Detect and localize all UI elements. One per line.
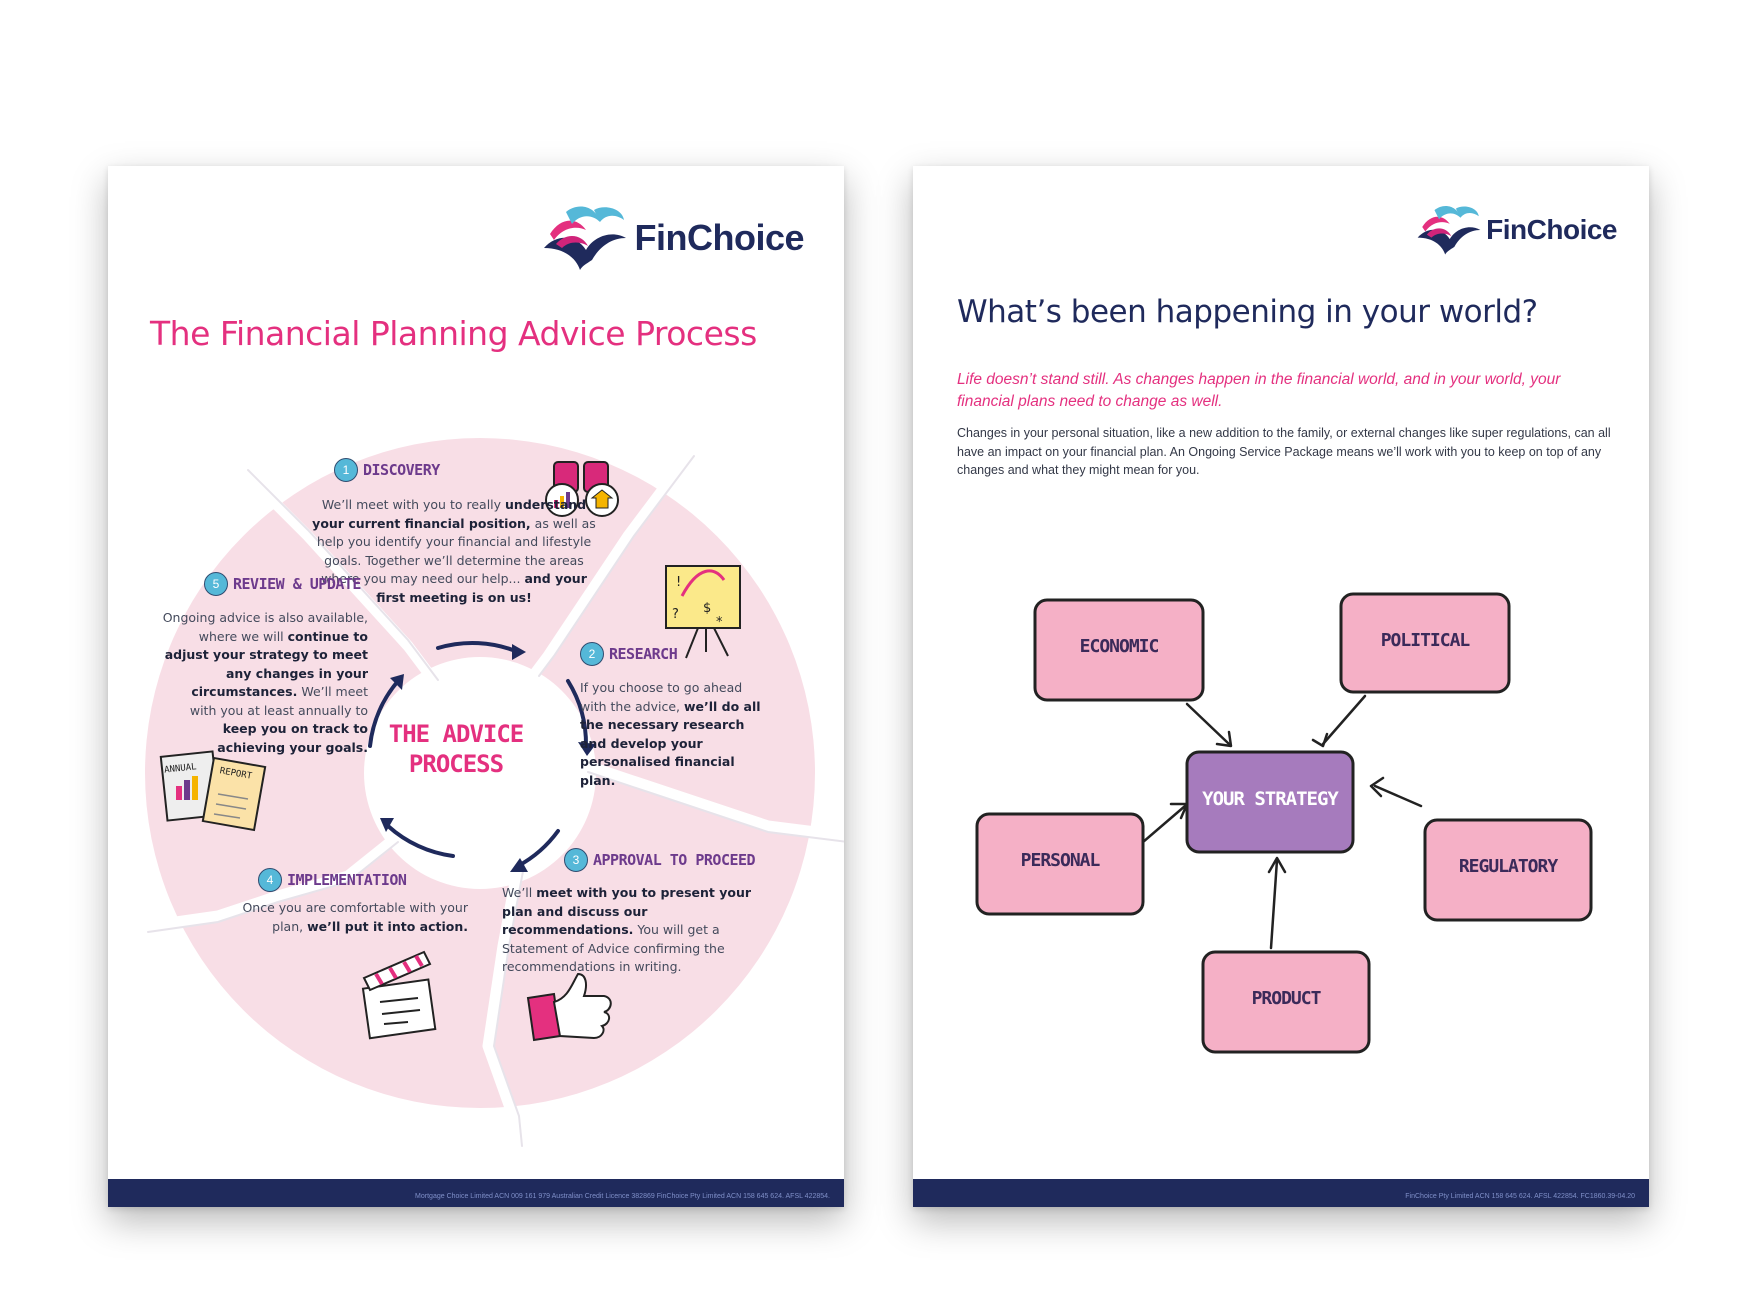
step-text-run: Ongoing advice is also available, where …	[162, 610, 368, 644]
step-discovery-heading: 1 DISCOVERY	[334, 458, 440, 482]
clapperboard-icon	[361, 950, 437, 1040]
step-text-run: We’ll meet with you at least annually to	[189, 684, 368, 718]
step-text-emphasis: keep you on track to achieving your goal…	[217, 721, 368, 755]
wheel-centre	[364, 657, 596, 889]
step-text-emphasis: we’ll do all the necessary research and …	[580, 698, 761, 788]
product-box	[1201, 950, 1371, 1054]
step-title: REVIEW & UPDATE	[233, 575, 361, 593]
page-title: What’s been happening in your world?	[957, 294, 1538, 330]
step-title: APPROVAL TO PROCEED	[593, 851, 756, 869]
regulatory-box	[1423, 818, 1593, 922]
diagram-node-economic: ECONOMIC	[1079, 636, 1160, 657]
step-text-emphasis: meet with you to present your plan and d…	[502, 885, 752, 937]
whats-happening-page: FinChoice What’s been happening in your …	[913, 166, 1649, 1207]
diagram-arrowheads	[1169, 730, 1385, 874]
step-text-emphasis: and your first meeting is on us!	[376, 571, 587, 605]
diagram-node-personal: PERSONAL	[1020, 850, 1101, 871]
finchoice-logo: FinChoice	[1416, 204, 1617, 256]
step-text-emphasis: we’ll put it into action.	[307, 918, 468, 934]
step-text-run: as well as help you identify your financ…	[316, 515, 596, 587]
svg-text:$: $	[703, 601, 711, 616]
binoculars-icon	[545, 461, 619, 517]
thumbs-up-icon	[526, 972, 612, 1042]
step-approval-text: We’ll meet with you to present your plan…	[502, 884, 772, 977]
footer-disclaimer: Mortgage Choice Limited ACN 009 161 979 …	[415, 1193, 830, 1200]
report-icon-annual: ANNUAL	[164, 762, 197, 775]
step-research-heading: 2 RESEARCH	[580, 642, 678, 666]
centre-label-line: PROCESS	[408, 750, 504, 778]
centre-label-line: THE ADVICE	[388, 720, 525, 748]
step-text-emphasis: continue to adjust your strategy to meet…	[164, 628, 368, 700]
logo-wordmark: FinChoice	[1486, 214, 1617, 245]
step-number-badge: 5	[204, 572, 228, 596]
step-number-badge: 1	[334, 458, 358, 482]
footer-band: Mortgage Choice Limited ACN 009 161 979 …	[108, 1179, 844, 1207]
step-text-run: We’ll	[502, 885, 537, 900]
svg-text:*: *	[716, 615, 723, 630]
step-research-text: If you choose to go ahead with the advic…	[580, 679, 770, 790]
step-number-badge: 4	[258, 868, 282, 892]
advice-process-wheel: ! ? $ * ANNUAL REPORT	[142, 438, 844, 1152]
annual-report-icon: ANNUAL REPORT	[159, 750, 267, 832]
svg-text:!: !	[676, 575, 681, 590]
step-implementation-heading: 4 IMPLEMENTATION	[258, 868, 407, 892]
wheel-dividers	[142, 450, 844, 1152]
page-title: The Financial Planning Advice Process	[150, 314, 757, 353]
step-text-emphasis: understand your current financial positi…	[312, 497, 587, 531]
whiteboard-icon: ! ? $ *	[665, 565, 741, 659]
finchoice-wave-icon	[544, 206, 627, 270]
step-approval-heading: 3 APPROVAL TO PROCEED	[564, 848, 756, 872]
strategy-box	[1185, 750, 1355, 854]
step-review-text: Ongoing advice is also available, where …	[162, 609, 368, 757]
step-text-run: Once you are comfortable with your plan,	[242, 900, 468, 934]
personal-box	[975, 812, 1145, 916]
political-box	[1339, 592, 1511, 694]
finchoice-logo: FinChoice	[542, 204, 804, 272]
diagram-node-political: POLITICAL	[1380, 630, 1471, 651]
page-body-text: Changes in your personal situation, like…	[957, 426, 1611, 477]
wheel-divider-edges	[147, 455, 844, 1147]
advice-process-page: FinChoice The Financial Planning Advice …	[108, 166, 844, 1207]
advice-process-centre-label: THE ADVICE PROCESS	[378, 719, 534, 779]
step-title: DISCOVERY	[363, 461, 440, 479]
diagram-node-product: PRODUCT	[1251, 988, 1322, 1009]
diagram-arrows	[1141, 694, 1423, 950]
finchoice-wave-icon	[1417, 205, 1481, 255]
economic-box	[1033, 598, 1205, 702]
step-text-run: If you choose to go ahead with the advic…	[580, 680, 743, 714]
cycle-arrows	[368, 640, 589, 868]
cycle-arrowheads	[380, 644, 596, 872]
strategy-diagram	[975, 592, 1593, 1054]
logo-wordmark: FinChoice	[634, 217, 804, 258]
step-review-heading: 5 REVIEW & UPDATE	[204, 572, 361, 596]
step-number-badge: 2	[580, 642, 604, 666]
step-implementation-text: Once you are comfortable with your plan,…	[220, 899, 468, 936]
step-text-run: We’ll meet with you to really	[321, 497, 506, 512]
step-title: IMPLEMENTATION	[287, 871, 407, 889]
step-text-run: You will get a Statement of Advice confi…	[502, 922, 725, 974]
step-discovery-text: We’ll meet with you to really understand…	[308, 496, 600, 607]
step-number-badge: 3	[564, 848, 588, 872]
page-subtitle: Life doesn’t stand still. As changes hap…	[957, 371, 1561, 410]
svg-text:?: ?	[672, 607, 679, 622]
step-title: RESEARCH	[609, 645, 678, 663]
footer-band: FinChoice Pty Limited ACN 158 645 624. A…	[913, 1179, 1649, 1207]
diagram-node-regulatory: REGULATORY	[1458, 856, 1558, 877]
diagram-node-strategy: YOUR STRATEGY	[1202, 788, 1339, 810]
footer-disclaimer: FinChoice Pty Limited ACN 158 645 624. A…	[1405, 1193, 1635, 1200]
